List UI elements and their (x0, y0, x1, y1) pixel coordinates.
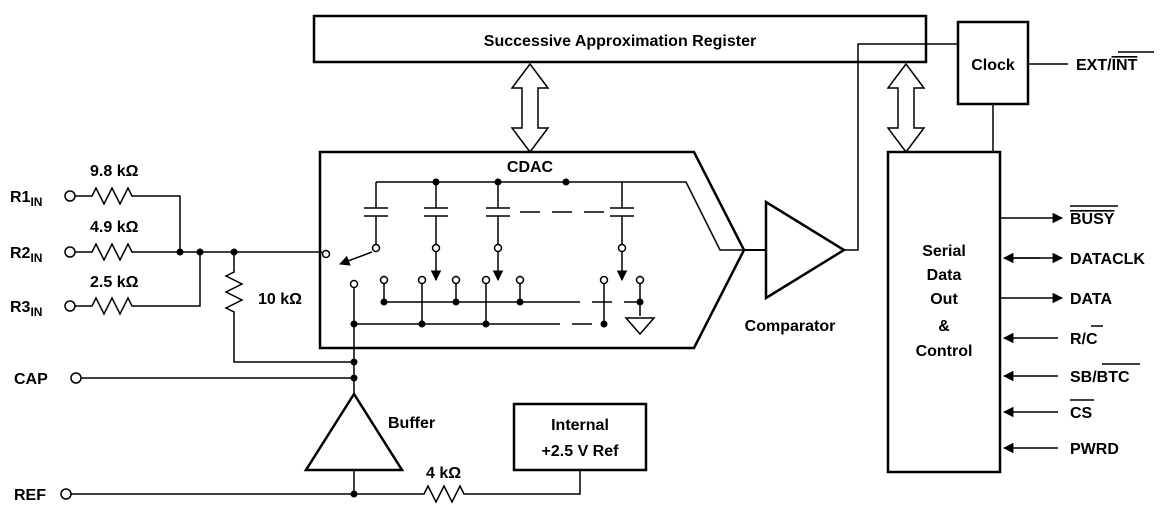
ref-label: REF (14, 487, 46, 504)
busy-label: BUSY (1070, 211, 1115, 228)
shunt-value: 10 kΩ (258, 291, 302, 308)
cdac-switches (321, 243, 645, 289)
serial-label-4: & (938, 318, 950, 335)
r1-value: 9.8 kΩ (90, 163, 139, 180)
r2-value: 4.9 kΩ (90, 219, 139, 236)
r2in-label: R2IN (10, 245, 42, 265)
cs-label: CS (1070, 405, 1093, 422)
rc-label: R/C (1070, 331, 1098, 348)
serial-label-3: Out (930, 291, 958, 308)
clock-label: Clock (971, 57, 1015, 74)
clock-block (956, 20, 1030, 106)
serial-control-block (886, 150, 1002, 474)
serial-label-5: Control (916, 343, 973, 360)
cdac-label: CDAC (507, 159, 554, 176)
cdac-capacitors (364, 182, 634, 246)
sar-cdac-bus-arrow (510, 62, 550, 154)
data-label: DATA (1070, 291, 1113, 308)
pwrd-label: PWRD (1070, 441, 1119, 458)
cdac-block (318, 150, 746, 350)
sar-serial-bus-arrow (886, 62, 926, 154)
ref-wire (71, 470, 581, 504)
comparator-symbol (764, 199, 847, 301)
sbbtc-label: SB/BTC (1070, 369, 1130, 386)
cap-label: CAP (14, 371, 48, 388)
cdac-top-rail (376, 181, 744, 251)
ext-int-label: EXT/INT (1076, 57, 1138, 74)
ref-resistor-value: 4 kΩ (426, 465, 461, 482)
comparator-sar-wire (844, 43, 926, 251)
dataclk-label: DATACLK (1070, 251, 1145, 268)
internal-ref-block (512, 402, 648, 472)
internal-ref-label-2: +2.5 V Ref (542, 443, 620, 460)
r1in-label: R1IN (10, 189, 42, 209)
serial-label-1: Serial (922, 243, 966, 260)
cdac-bottom-buses (353, 284, 656, 352)
r3in-label: R3IN (10, 299, 42, 319)
buffer-symbol (303, 391, 405, 472)
sar-block (312, 14, 928, 64)
buffer-label: Buffer (388, 415, 435, 432)
internal-ref-label-1: Internal (551, 417, 609, 434)
input-resistors (75, 186, 354, 363)
comparator-label: Comparator (745, 318, 836, 335)
r3-value: 2.5 kΩ (90, 274, 139, 291)
serial-label-2: Data (927, 267, 962, 284)
sar-label: Successive Approximation Register (484, 33, 756, 50)
